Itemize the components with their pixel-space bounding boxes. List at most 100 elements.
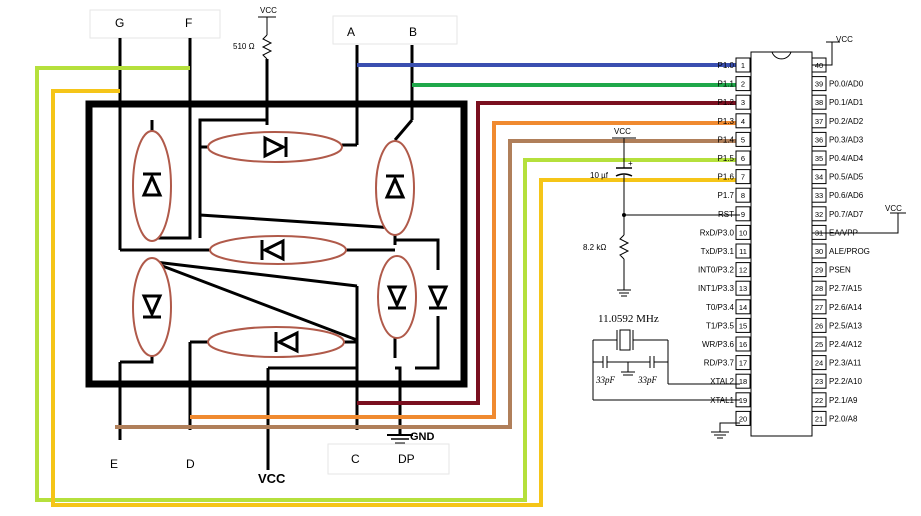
label-cap-vcc: VCC (614, 127, 631, 136)
mcu-pin-label: INT1/P3.3 (698, 284, 735, 293)
mcu-pin-number: 27 (815, 303, 823, 312)
mcu-pin-number: 29 (815, 266, 823, 275)
label-crystal: 11.0592 MHz (598, 313, 659, 325)
diode-dp-icon (427, 285, 449, 310)
label-vcc-pin40: VCC (836, 35, 853, 44)
diode-f-icon (141, 172, 163, 197)
mcu-pin-24 (811, 355, 827, 371)
mcu-pin-number: 19 (739, 396, 747, 405)
mcu-pin-number: 8 (741, 191, 745, 200)
mcu-pin-number: 35 (815, 154, 823, 163)
segment-e-ellipse (132, 257, 172, 357)
mcu-pin-4 (735, 113, 751, 129)
mcu-pin-label: ALE/PROG (829, 247, 870, 256)
diode-c-icon (386, 285, 408, 310)
mcu-pin-label: P1.0 (718, 61, 735, 70)
mcu-pin-34 (811, 169, 827, 185)
mcu-pin-number: 11 (739, 247, 747, 256)
mcu-pin-number: 14 (739, 303, 747, 312)
mcu-pin-number: 18 (739, 377, 747, 386)
mcu-pin-18 (735, 373, 751, 389)
wire-c-p1-2 (357, 101, 740, 405)
mcu-pin-number: 4 (741, 117, 745, 126)
mcu-pin-number: 36 (815, 135, 823, 144)
mcu-pin-33 (811, 187, 827, 203)
label-g: G (115, 16, 124, 30)
label-d: D (186, 457, 195, 471)
mcu-pin-14 (735, 299, 751, 315)
mcu-pin-label: P2.4/A12 (829, 340, 862, 349)
mcu-pin-17 (735, 355, 751, 371)
wire-e-p1-4 (115, 139, 740, 429)
mcu-pin-27 (811, 299, 827, 315)
seven-segment-display (85, 100, 468, 388)
label-e: E (110, 457, 118, 471)
mcu-pin-number: 9 (741, 210, 745, 219)
label-vcc-pin31: VCC (885, 204, 902, 213)
mcu-pin-30 (811, 243, 827, 259)
mcu-pin-number: 34 (815, 173, 823, 182)
mcu-pin-5 (735, 131, 751, 147)
mcu-pin-number: 10 (739, 228, 747, 237)
diode-g-icon (260, 238, 285, 262)
mcu-pin-1 (735, 57, 751, 73)
mcu-pin-7 (735, 169, 751, 185)
reset-resistor (618, 234, 630, 260)
segment-c-ellipse (377, 255, 417, 339)
bottom-label-box-cdp (327, 443, 450, 475)
mcu-pin-label: P0.3/AD3 (829, 135, 864, 144)
mcu-pin-label: XTAL2 (710, 377, 734, 386)
mcu-pin-label: RxD/P3.0 (700, 228, 735, 237)
mcu-pin-number: 20 (739, 414, 747, 423)
mcu-chip-body (750, 51, 813, 437)
crystal (619, 329, 631, 351)
mcu-pin-9 (735, 206, 751, 222)
mcu-pin-label: P0.2/AD2 (829, 117, 864, 126)
mcu-pin-number: 28 (815, 284, 823, 293)
mcu-pin-label: P2.0/A8 (829, 414, 858, 423)
mcu-pin-label: WR/P3.6 (702, 340, 735, 349)
mcu-pin-35 (811, 150, 827, 166)
diode-a-icon (263, 135, 288, 159)
label-a: A (347, 25, 355, 39)
mcu-pin-number: 32 (815, 210, 823, 219)
label-cap-value: 10 µf (590, 171, 609, 180)
mcu-pin-number: 5 (741, 135, 745, 144)
mcu-pin-25 (811, 336, 827, 352)
mcu-pin-29 (811, 262, 827, 278)
mcu-pin-number: 2 (741, 80, 745, 89)
mcu-pin-label: P1.1 (718, 80, 735, 89)
resistor-510 (261, 34, 273, 60)
mcu-pin-number: 1 (741, 61, 745, 70)
diode-e-icon (141, 294, 163, 319)
reset-capacitor (615, 173, 633, 177)
segment-a-ellipse (207, 131, 343, 163)
mcu-pin-number: 37 (815, 117, 823, 126)
mcu-pin-number: 23 (815, 377, 823, 386)
diode-b-icon (384, 174, 406, 199)
label-vcc-bottom: VCC (258, 471, 286, 486)
mcu-pin-10 (735, 224, 751, 240)
mcu-pin-22 (811, 392, 827, 408)
mcu-pin-label: P1.7 (718, 191, 735, 200)
label-b: B (409, 25, 417, 39)
segment-f-ellipse (132, 130, 172, 242)
segment-g-ellipse (209, 235, 347, 265)
mcu-pin-label: P0.5/AD5 (829, 173, 864, 182)
mcu-pin-number: 12 (739, 266, 747, 275)
mcu-pin-6 (735, 150, 751, 166)
mcu-pin-11 (735, 243, 751, 259)
segment-b-ellipse (375, 140, 415, 236)
mcu-pin-label: P0.1/AD1 (829, 98, 864, 107)
label-dp: DP (398, 452, 415, 466)
mcu-pin-16 (735, 336, 751, 352)
mcu-pin-label: P2.2/A10 (829, 377, 862, 386)
mcu-pin-label: INT0/P3.2 (698, 266, 735, 275)
mcu-pin-label: RST (718, 210, 734, 219)
mcu-pin-number: 15 (739, 321, 747, 330)
mcu-pin-label: P0.6/AD6 (829, 191, 864, 200)
mcu-pin-label: P2.1/A9 (829, 396, 858, 405)
top-label-box-ab (332, 15, 458, 45)
mcu-pin-number: 17 (739, 359, 747, 368)
mcu-pin-label: P1.5 (718, 154, 735, 163)
